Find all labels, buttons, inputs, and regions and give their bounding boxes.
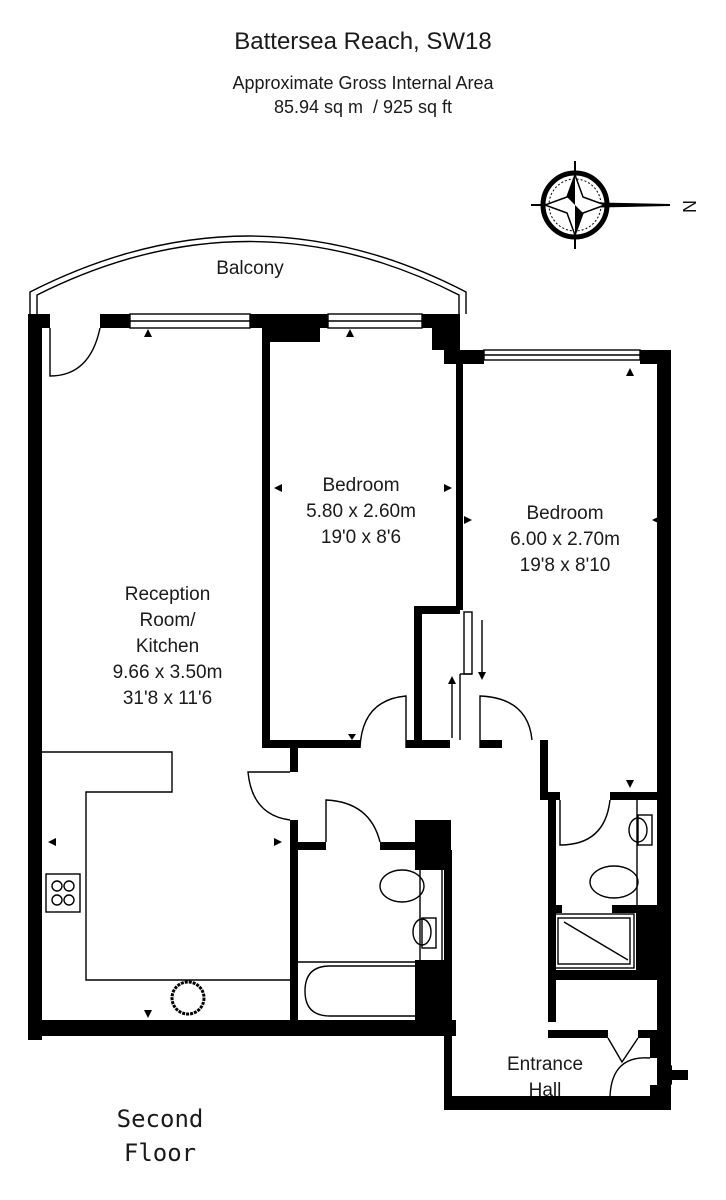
north-label: N (679, 200, 699, 213)
room-name: Hall (528, 1080, 562, 1101)
floor-label-line1: Second (116, 1105, 204, 1133)
room-name: Balcony (216, 258, 284, 279)
room-metric: 5.80 x 2.60m (306, 501, 416, 522)
floor-label-line2: Floor (123, 1139, 197, 1167)
room-name: Reception (124, 584, 211, 605)
room-imperial: 19'8 x 8'10 (519, 555, 611, 576)
room-imperial: 19'0 x 8'6 (320, 527, 402, 548)
wall-left (28, 314, 42, 1040)
balcony-rail (29, 235, 467, 314)
area-label: Approximate Gross Internal Area (232, 73, 494, 93)
wall-bedroom-partition (456, 360, 463, 610)
room-entrance-hall: Entrance Hall (470, 1052, 620, 1104)
room-name: Bedroom (526, 503, 604, 524)
bath-icon (304, 965, 419, 1017)
ensuite-toilet-icon (589, 865, 639, 899)
room-reception-kitchen: Reception Room/ Kitchen 9.66 x 3.50m 31'… (60, 582, 275, 712)
sink-icon (170, 980, 206, 1016)
room-name: Entrance (506, 1054, 584, 1075)
room-name: Bedroom (322, 475, 400, 496)
room-balcony: Balcony (170, 256, 330, 282)
room-bedroom-1: Bedroom 5.80 x 2.60m 19'0 x 8'6 (266, 473, 456, 551)
property-title: Battersea Reach, SW18 (234, 28, 492, 55)
wall-bottom-left (28, 1020, 456, 1036)
shower-icon (553, 913, 635, 969)
room-name: Room/ (139, 610, 196, 631)
room-bedroom-2: Bedroom 6.00 x 2.70m 19'8 x 8'10 (465, 501, 665, 579)
wall-bedroom1-left (262, 340, 270, 748)
room-metric: 9.66 x 3.50m (112, 662, 223, 683)
entrance-arrow-icon (660, 1065, 688, 1085)
room-metric: 6.00 x 2.70m (510, 529, 620, 550)
wall-entrance-bottom (444, 1096, 671, 1110)
floor-label: Second Floor (70, 1102, 250, 1170)
room-name: Kitchen (135, 636, 200, 657)
toilet-icon (379, 869, 425, 903)
room-imperial: 31'8 x 11'6 (122, 688, 213, 709)
compass-rose-icon (531, 161, 670, 249)
wall-right (657, 350, 671, 1100)
area-value: 85.94 sq m / 925 sq ft (273, 97, 453, 117)
hob-icon (45, 873, 81, 913)
